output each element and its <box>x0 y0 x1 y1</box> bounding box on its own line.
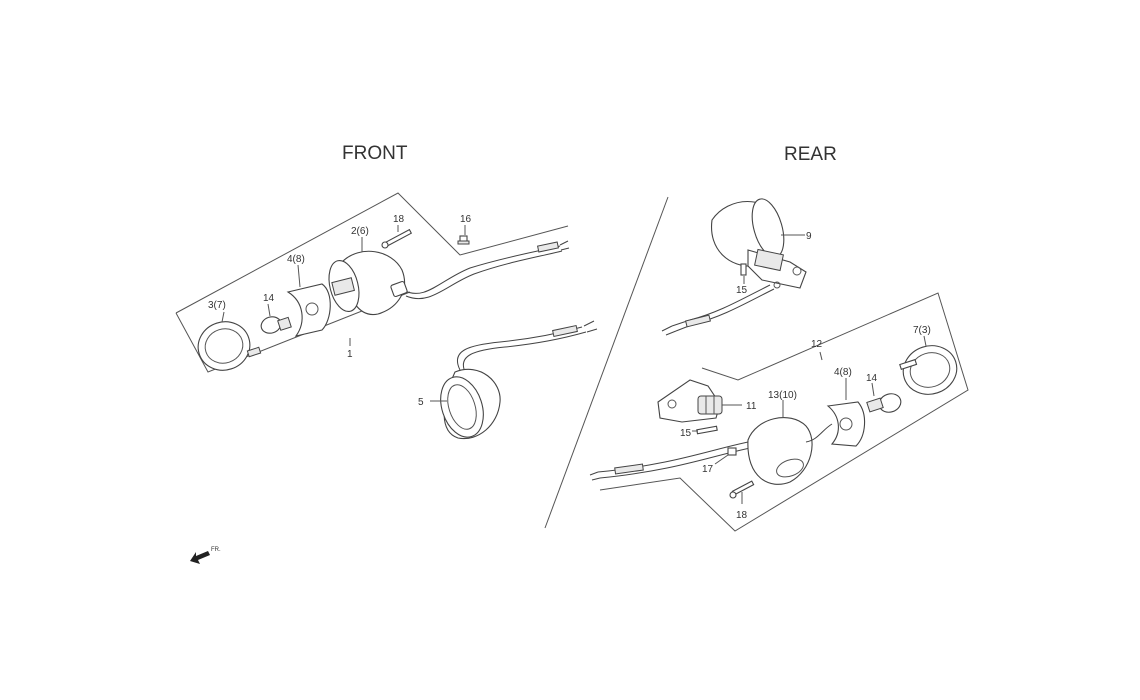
rear-assembly-outline <box>599 292 969 532</box>
rear-housing <box>747 417 813 485</box>
leader-rear-assembly <box>819 351 823 361</box>
front-bulb-base <box>277 316 292 331</box>
rear-bulb-base <box>866 397 884 413</box>
front-direction-arrow-icon <box>190 551 210 564</box>
leader-rear-bolt <box>714 454 729 465</box>
callout-front-bolt: 16 <box>460 214 472 225</box>
leader-front-lens <box>221 311 225 323</box>
leader-front-bulb <box>267 303 271 317</box>
callout-rear-collar: 15 <box>680 428 692 439</box>
rear-bolt <box>727 447 737 456</box>
section-divider <box>544 196 669 529</box>
callout-rear-left-collar: 15 <box>736 285 748 296</box>
front-right-lamp-lens <box>440 376 484 438</box>
callout-rear-bracket: 11 <box>746 401 757 412</box>
rear-left-lamp-hole <box>792 266 802 276</box>
rear-collar <box>696 425 718 435</box>
front-left-wire-2 <box>405 250 563 300</box>
front-socket-hole <box>305 302 319 316</box>
rear-lens-tab <box>899 358 918 371</box>
callout-front-lens: 3(7) <box>208 300 226 311</box>
front-right-terminals <box>583 320 598 333</box>
rear-socket-hole <box>839 417 853 431</box>
callout-rear-screw: 18 <box>736 510 748 521</box>
front-screw-head <box>381 241 389 249</box>
rear-screw-head <box>729 491 737 499</box>
front-housing-stem <box>390 280 408 298</box>
rear-section-title: REAR <box>784 144 837 165</box>
rear-bracket-hole <box>667 399 677 409</box>
rear-lens-inner <box>909 352 951 388</box>
rear-left-lamp-hole-2 <box>773 281 781 289</box>
callout-rear-lens: 7(3) <box>913 325 931 336</box>
front-bolt-flange <box>457 240 470 245</box>
front-lens-tab <box>246 346 262 358</box>
callout-front-socket-plate: 4(8) <box>287 254 305 265</box>
front-left-wire <box>402 245 561 294</box>
front-right-connector <box>552 324 578 338</box>
callout-front-right-lamp: 5 <box>418 397 424 408</box>
rear-left-terminals <box>661 325 677 336</box>
leader-front-socket-plate <box>297 264 301 288</box>
front-right-lamp-lens-inner <box>447 384 477 430</box>
rear-left-connector <box>685 314 711 328</box>
callout-rear-socket-plate: 4(8) <box>834 367 852 378</box>
rear-right-connector <box>614 463 644 475</box>
leader-rear-bulb <box>871 382 875 397</box>
front-assembly-outline-bottom <box>175 291 411 373</box>
front-assembly-outline-top <box>175 192 569 314</box>
rear-bracket-clamp <box>697 395 723 415</box>
callout-front-housing: 2(6) <box>351 226 369 237</box>
callout-rear-assembly: 12 <box>811 339 823 350</box>
callout-front-bulb: 14 <box>263 293 275 304</box>
leader-rear-lens <box>923 335 927 347</box>
front-housing-socket <box>331 277 356 296</box>
rear-housing-wire <box>805 423 833 443</box>
callout-rear-bolt: 17 <box>702 464 714 475</box>
rear-left-wire <box>671 284 771 327</box>
rear-left-lamp-clamp <box>754 248 784 272</box>
callout-front-screw: 18 <box>393 214 405 225</box>
callout-rear-housing: 13(10) <box>768 390 797 401</box>
front-right-wire-2 <box>462 331 587 375</box>
callout-front-assembly: 1 <box>347 349 353 360</box>
front-socket-plate <box>286 283 331 337</box>
front-left-connector <box>537 241 559 253</box>
front-lens <box>197 321 251 371</box>
callout-rear-left-lamp: 9 <box>806 231 812 242</box>
front-lens-inner <box>204 328 244 364</box>
front-left-terminals <box>559 240 570 251</box>
rear-housing-opening <box>776 458 804 478</box>
front-section-title: FRONT <box>342 143 408 164</box>
callout-rear-bulb: 14 <box>866 373 878 384</box>
rear-left-collar <box>740 263 747 276</box>
rear-lens <box>902 345 958 395</box>
rear-socket-plate <box>826 401 866 447</box>
front-screw <box>383 228 413 248</box>
rear-right-terminals <box>589 471 601 481</box>
front-direction-label: FR. <box>211 547 221 553</box>
